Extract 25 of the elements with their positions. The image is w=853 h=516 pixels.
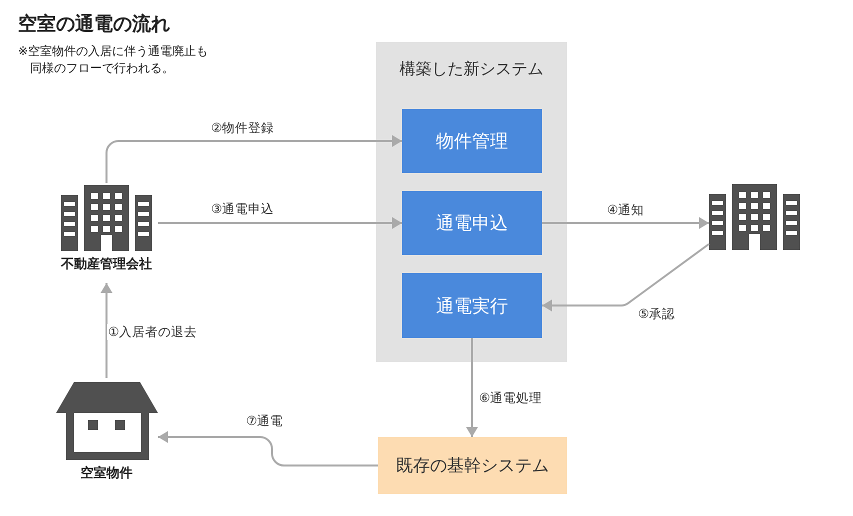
arrow	[158, 217, 402, 229]
edge-label: ④通知	[606, 202, 646, 218]
edge-label: ⑥通電処理	[478, 390, 544, 406]
title: 空室の通電の流れ	[18, 12, 170, 36]
building-icon	[709, 184, 800, 250]
process-box: 通電申込	[402, 191, 542, 255]
arrow	[158, 431, 378, 466]
edge-label: ①入居者の退去	[107, 324, 198, 340]
panel-heading: 構築した新システム	[398, 58, 544, 79]
note: ※空室物件の入居に伴う通電廃止も同様のフローで行われる。	[18, 43, 210, 77]
edge-label: ⑤承認	[637, 306, 676, 322]
system-box: 既存の基幹システム	[378, 437, 567, 494]
arrow	[542, 243, 710, 312]
arrow	[106, 135, 402, 183]
node-label: 空室物件	[80, 465, 134, 482]
system-panel	[376, 42, 567, 362]
process-box: 物件管理	[402, 109, 542, 173]
arrow	[466, 338, 478, 437]
arrow	[100, 283, 112, 378]
arrow	[542, 217, 709, 229]
edge-label: ②物件登録	[210, 120, 276, 136]
node-label: 不動産管理会社	[60, 256, 153, 273]
edge-label: ⑦通電	[245, 413, 284, 429]
edge-label: ③通電申込	[210, 201, 276, 217]
process-box: 通電実行	[402, 273, 542, 338]
